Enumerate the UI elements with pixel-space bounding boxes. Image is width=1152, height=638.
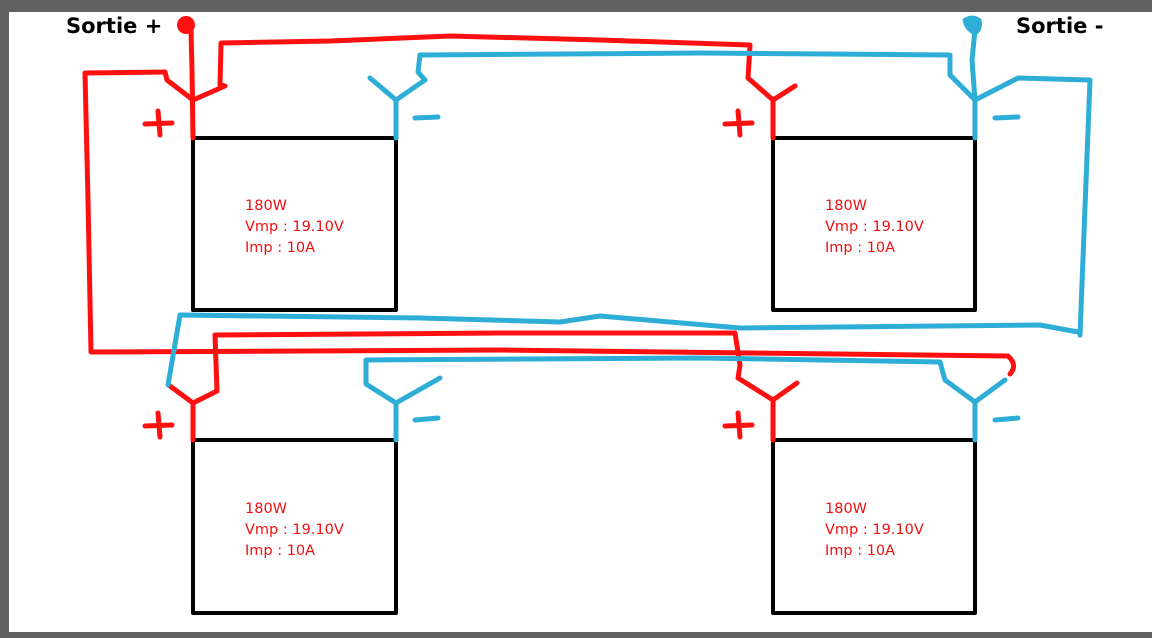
panel-top-right <box>771 136 977 312</box>
panel-bottom-left <box>191 438 398 615</box>
minus-signs <box>412 114 1021 423</box>
panel-power: 180W <box>825 198 868 214</box>
negative-output-lead <box>969 27 978 141</box>
plus-signs <box>142 108 755 440</box>
panel-imp: Imp : 10A <box>245 240 316 256</box>
panel-top-left <box>191 136 398 312</box>
negative-output-terminal <box>962 15 982 36</box>
negative-wire-bottom <box>363 355 1008 406</box>
panel-imp: Imp : 10A <box>825 543 896 559</box>
positive-output-terminal <box>177 16 195 34</box>
positive-output-lead <box>188 27 196 141</box>
panel-power: 180W <box>245 198 288 214</box>
output-minus-label: Sortie - <box>1016 14 1104 38</box>
positive-wire-top <box>162 33 798 103</box>
positive-wire-bottom <box>167 330 800 406</box>
panel-power: 180W <box>825 501 868 517</box>
negative-wire-top <box>367 50 1093 338</box>
negative-wire-cross <box>165 312 1081 388</box>
panel-bottom-right <box>771 438 977 615</box>
panel-specs: 180W Vmp : 19.10V Imp : 10A <box>825 196 924 259</box>
panel-vmp: Vmp : 19.10V <box>825 522 924 538</box>
panel-imp: Imp : 10A <box>825 240 896 256</box>
output-plus-label: Sortie + <box>66 14 163 38</box>
panel-power: 180W <box>245 501 288 517</box>
panel-specs: 180W Vmp : 19.10V Imp : 10A <box>245 499 344 562</box>
drawing-canvas <box>9 12 1152 632</box>
panel-vmp: Vmp : 19.10V <box>825 219 924 235</box>
panel-vmp: Vmp : 19.10V <box>245 219 344 235</box>
panel-specs: 180W Vmp : 19.10V Imp : 10A <box>825 499 924 562</box>
panel-imp: Imp : 10A <box>245 543 316 559</box>
panel-vmp: Vmp : 19.10V <box>245 522 344 538</box>
positive-wire-loop <box>82 69 1016 377</box>
panel-specs: 180W Vmp : 19.10V Imp : 10A <box>245 196 344 259</box>
